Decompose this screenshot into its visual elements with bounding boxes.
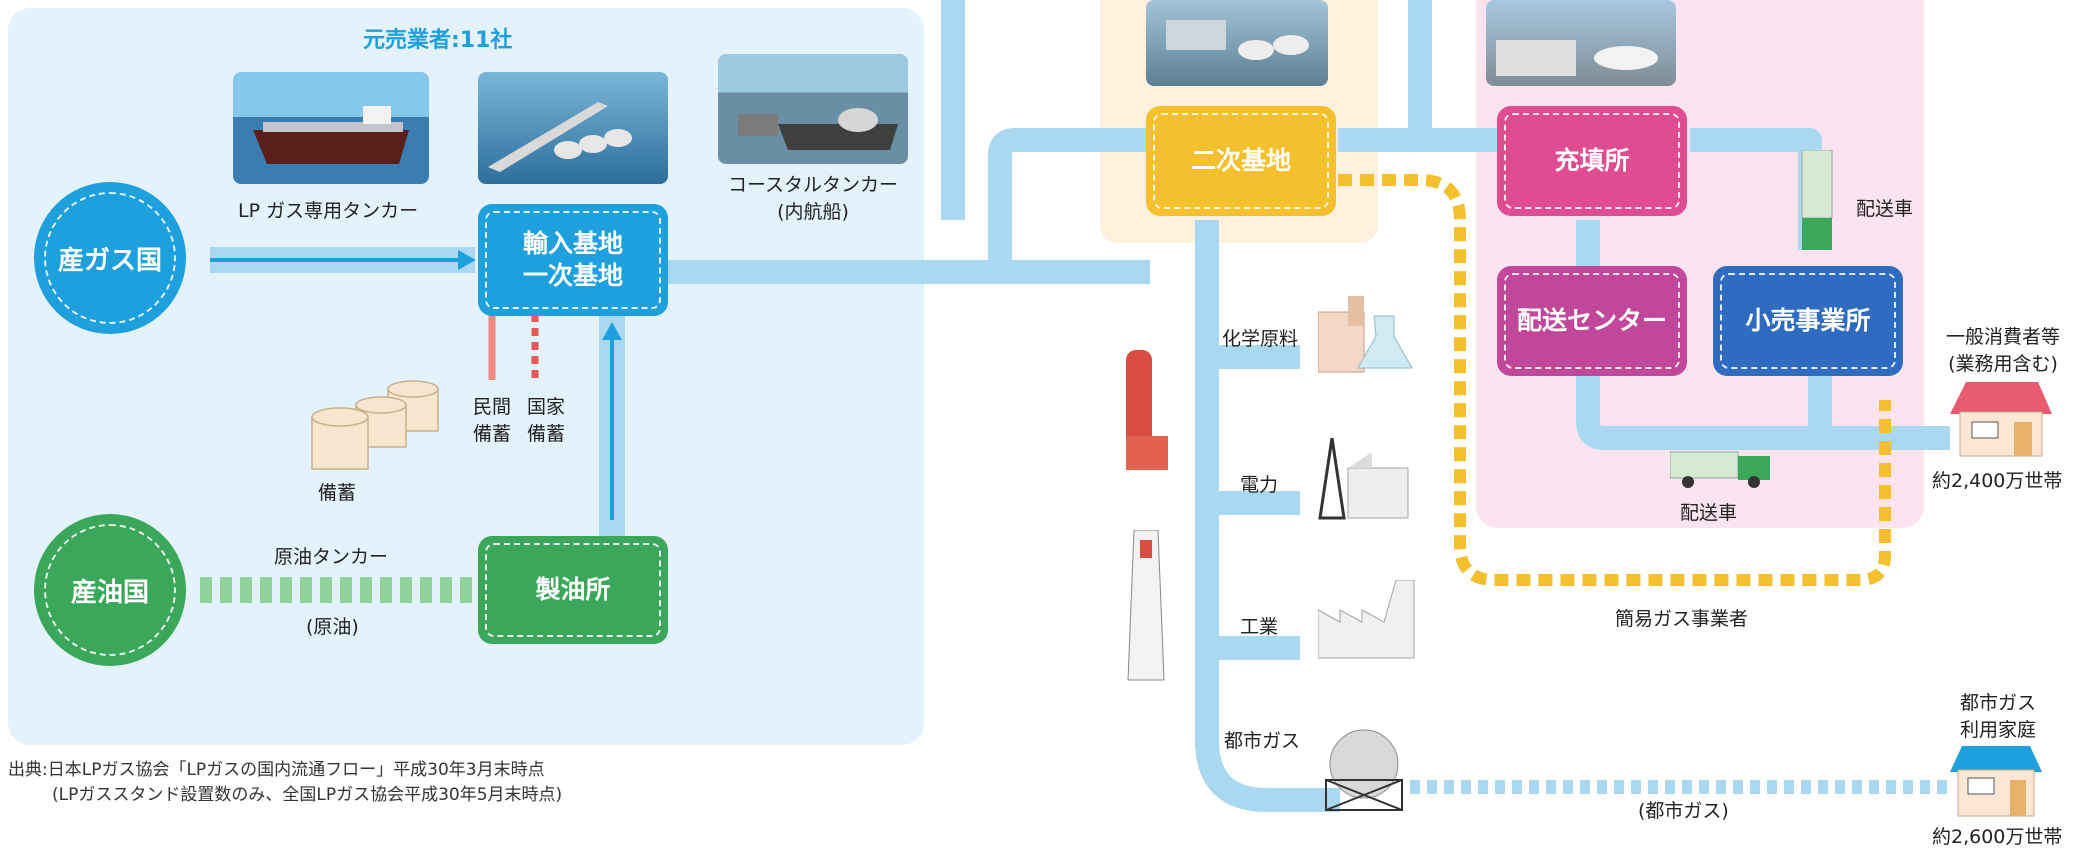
city-home-line1: 都市ガス bbox=[1959, 692, 2036, 714]
retailer-node: 小売事業所 bbox=[1713, 266, 1903, 376]
city-gas-paren-label: (都市ガス) bbox=[1638, 800, 1729, 822]
national-stock-line1: 国家 bbox=[526, 396, 565, 418]
delivery-center-label: 配送センター bbox=[1516, 305, 1667, 335]
private-stock-label: 民間 備蓄 bbox=[464, 394, 520, 447]
pipe-import-secondary bbox=[668, 128, 1150, 284]
filling-station-label: 充填所 bbox=[1554, 145, 1630, 175]
gas-producing-country-label: 産ガス国 bbox=[57, 245, 162, 276]
secondary-base-label: 二次基地 bbox=[1190, 145, 1291, 175]
stockpile-tanks-icon bbox=[311, 380, 439, 470]
pipe-filling-truck bbox=[1690, 128, 1822, 250]
pipe-to-consumer bbox=[1576, 370, 1950, 450]
consumer-line1: 一般消費者等 bbox=[1945, 326, 2060, 348]
crude-label: (原油) bbox=[306, 616, 359, 638]
delivery-truck-top-label: 配送車 bbox=[1856, 198, 1914, 220]
source-note: 出典:日本LPガス協会「LPガスの国内流通フロー」平成30年3月末時点 (LPガ… bbox=[8, 758, 562, 807]
filling-station-node: 充填所 bbox=[1497, 106, 1687, 216]
secondary-base-node: 二次基地 bbox=[1146, 106, 1336, 216]
coastal-tanker-label: コースタルタンカー (内航船) bbox=[715, 170, 911, 224]
retailer-label: 小売事業所 bbox=[1745, 305, 1871, 335]
filling-station-photo bbox=[1486, 0, 1676, 86]
city-home-line2: 利用家庭 bbox=[1959, 719, 2036, 741]
coastal-tanker-line2: (内航船) bbox=[777, 201, 849, 223]
lp-tanker-photo bbox=[233, 72, 429, 184]
industry-label: 工業 bbox=[1240, 616, 1279, 638]
secondary-base-photo bbox=[1146, 0, 1328, 86]
pipe-trunk bbox=[1195, 220, 1340, 812]
crude-tanker-label: 原油タンカー bbox=[274, 546, 389, 568]
private-stock-line2: 備蓄 bbox=[472, 422, 511, 445]
oil-producing-country-label: 産油国 bbox=[70, 577, 149, 608]
lp-tanker-label: LP ガス専用タンカー bbox=[238, 200, 419, 222]
source-line2: (LPガススタンド設置数のみ、全国LPガス協会平成30年5月末時点) bbox=[52, 784, 563, 805]
chemical-label: 化学原料 bbox=[1222, 328, 1299, 350]
gas-holder-icon bbox=[1325, 729, 1403, 811]
import-base-photo bbox=[478, 72, 668, 184]
oil-producing-country: 産油国 bbox=[34, 514, 186, 666]
consumer-count: 約2,400万世帯 bbox=[1932, 470, 2063, 492]
consumer-house-icon bbox=[1950, 382, 2052, 457]
city-home-house-icon bbox=[1950, 746, 2042, 817]
consumer-line2: (業務用含む) bbox=[1948, 353, 2058, 375]
primary-base-label: 一次基地 bbox=[522, 261, 623, 290]
coastal-tanker-line1: コースタルタンカー bbox=[727, 174, 899, 196]
power-plant-icon bbox=[1318, 438, 1409, 520]
coastal-tanker-photo bbox=[718, 54, 908, 164]
delivery-truck-bottom-icon bbox=[1670, 451, 1770, 488]
chemical-plant-icon bbox=[1318, 296, 1413, 373]
delivery-truck-top-icon bbox=[1801, 150, 1833, 250]
delivery-truck-bottom-label: 配送車 bbox=[1680, 502, 1738, 524]
refinery-node: 製油所 bbox=[478, 536, 668, 644]
source-line1: 出典:日本LPガス協会「LPガスの国内流通フロー」平成30年3月末時点 bbox=[8, 760, 545, 780]
gas-producing-country: 産ガス国 bbox=[34, 182, 186, 334]
coastal-ship-icon bbox=[1127, 530, 1165, 681]
simple-gas-label: 簡易ガス事業者 bbox=[1615, 608, 1749, 630]
refinery-label: 製油所 bbox=[535, 574, 611, 604]
factory-icon bbox=[1318, 580, 1415, 659]
dealers-label: 元売業者:11社 bbox=[363, 28, 513, 53]
stockpile-label: 備蓄 bbox=[318, 482, 357, 504]
national-stock-label: 国家 備蓄 bbox=[518, 394, 574, 447]
delivery-center-node: 配送センター bbox=[1497, 266, 1687, 376]
import-base-label: 輸入基地 bbox=[522, 228, 623, 258]
power-label: 電力 bbox=[1240, 474, 1279, 496]
private-stock-line1: 民間 bbox=[472, 396, 511, 418]
city-home-count: 約2,600万世帯 bbox=[1932, 826, 2063, 848]
consumer-label: 一般消費者等 (業務用含む) bbox=[1928, 322, 2078, 376]
national-stock-line2: 備蓄 bbox=[526, 422, 565, 445]
city-gas-label: 都市ガス bbox=[1224, 730, 1301, 752]
city-home-label: 都市ガス 利用家庭 bbox=[1938, 688, 2058, 742]
import-base-node: 輸入基地 一次基地 bbox=[478, 204, 668, 316]
tanker-truck-icon bbox=[1126, 350, 1168, 470]
